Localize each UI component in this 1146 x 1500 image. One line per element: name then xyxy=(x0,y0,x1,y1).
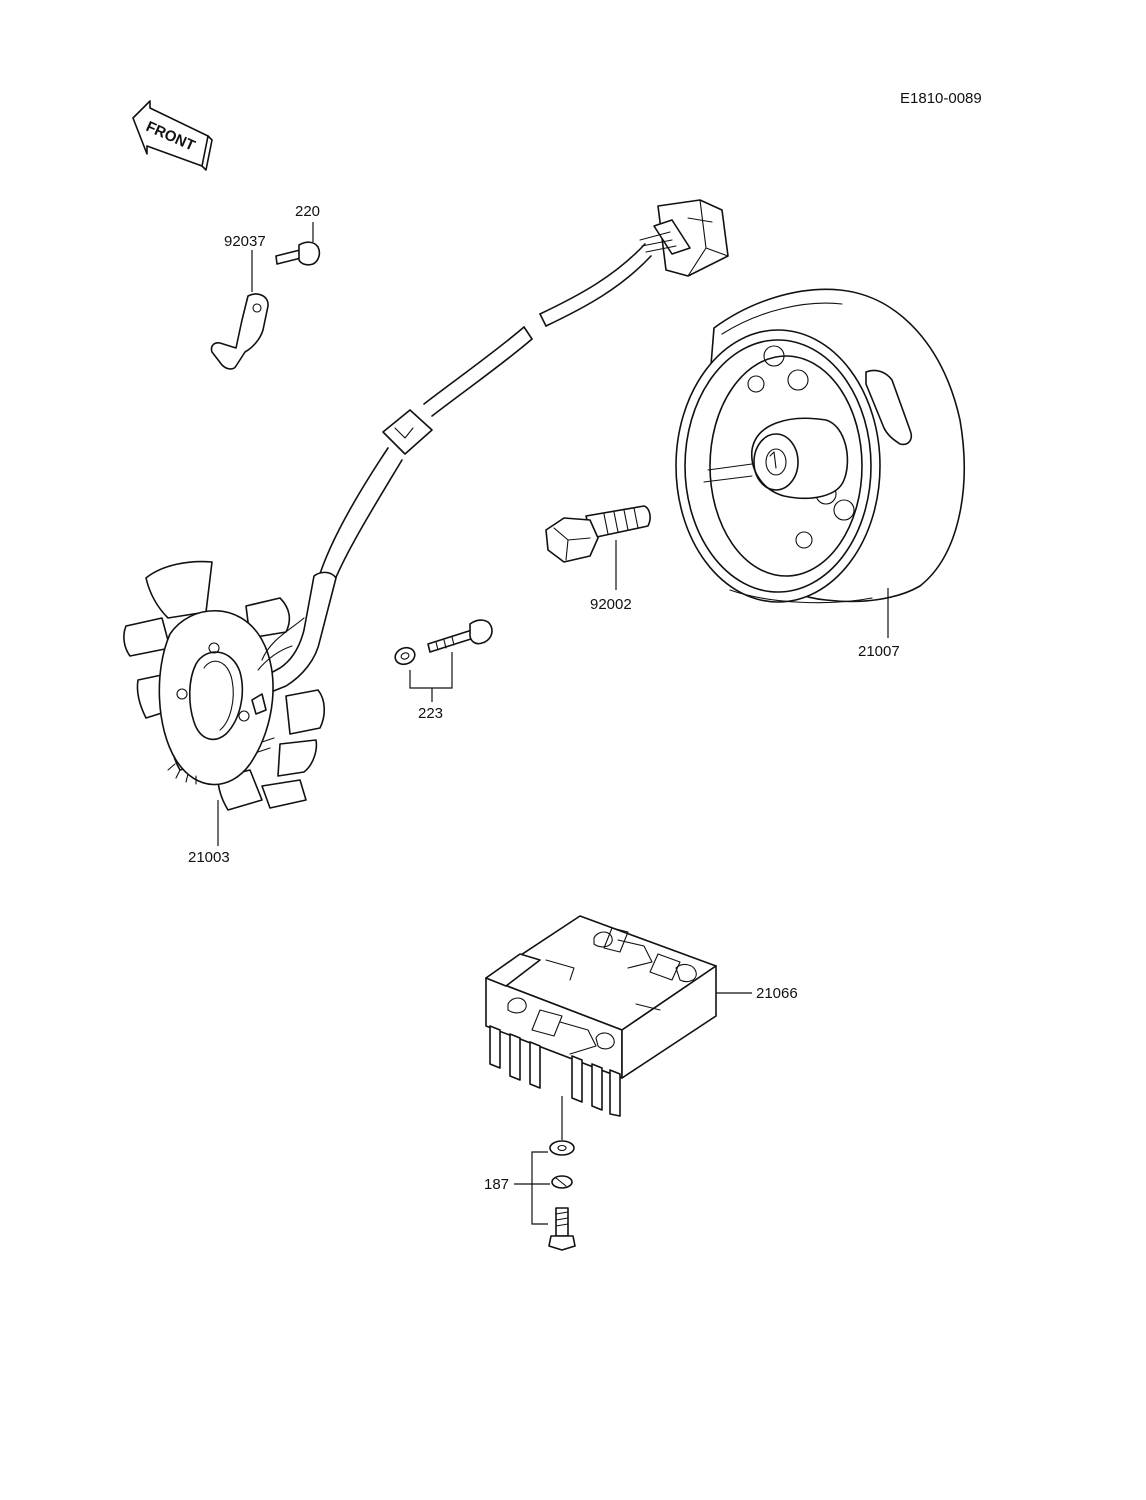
wire-harness xyxy=(257,199,729,695)
washer-187 xyxy=(549,1140,575,1156)
regulator-rectifier-21066 xyxy=(485,915,717,1117)
part-label-187: 187 xyxy=(484,1176,509,1193)
screw-220 xyxy=(275,241,321,266)
part-label-92037: 92037 xyxy=(224,233,266,250)
bolt-187 xyxy=(548,1207,576,1251)
washer-223 xyxy=(394,646,416,666)
part-label-92002: 92002 xyxy=(590,596,632,613)
part-label-223: 223 xyxy=(418,705,443,722)
part-label-21003: 21003 xyxy=(188,849,230,866)
stator-21003 xyxy=(123,560,326,811)
wire-clamp-bracket xyxy=(210,293,269,370)
front-arrow-icon: FRONT xyxy=(132,100,213,171)
flywheel-rotor-21007 xyxy=(675,288,965,604)
part-label-21007: 21007 xyxy=(858,643,900,660)
screw-223 xyxy=(427,619,493,653)
diagram-code: E1810-0089 xyxy=(900,90,982,107)
lock-washer-187 xyxy=(551,1175,573,1189)
bolt-92002 xyxy=(545,505,651,563)
part-label-220: 220 xyxy=(295,203,320,220)
part-label-21066: 21066 xyxy=(756,985,798,1002)
